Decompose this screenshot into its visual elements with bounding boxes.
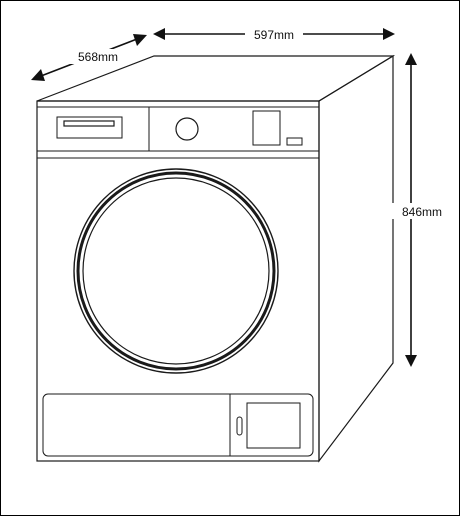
width-dimension-label: 597mm	[254, 28, 294, 42]
filter-latch	[236, 416, 243, 436]
width-arrow-head-right	[383, 28, 395, 40]
depth-label-backing	[69, 49, 127, 64]
door-glass	[82, 177, 270, 365]
water-drawer-handle	[63, 120, 115, 127]
door-rim	[76, 171, 276, 371]
width-arrow-head-left	[153, 28, 165, 40]
filter-access-window	[246, 402, 301, 449]
width-label-backing	[245, 26, 303, 42]
side-face	[318, 54, 394, 463]
height-arrow-head-bottom	[405, 355, 417, 367]
front-face	[36, 100, 320, 462]
depth-dimension-label: 568mm	[78, 50, 118, 64]
display-panel	[252, 110, 281, 146]
depth-arrow-head-top	[133, 34, 147, 46]
door-outer-ring	[73, 168, 279, 374]
height-arrow-head-top	[405, 53, 417, 65]
water-drawer	[56, 116, 123, 139]
bottom-panel	[42, 393, 314, 457]
depth-arrow-head-bottom	[31, 69, 45, 81]
height-label-backing	[391, 203, 453, 219]
height-dimension-label: 846mm	[402, 205, 442, 219]
program-dial-icon	[175, 117, 199, 141]
start-button	[286, 137, 303, 146]
